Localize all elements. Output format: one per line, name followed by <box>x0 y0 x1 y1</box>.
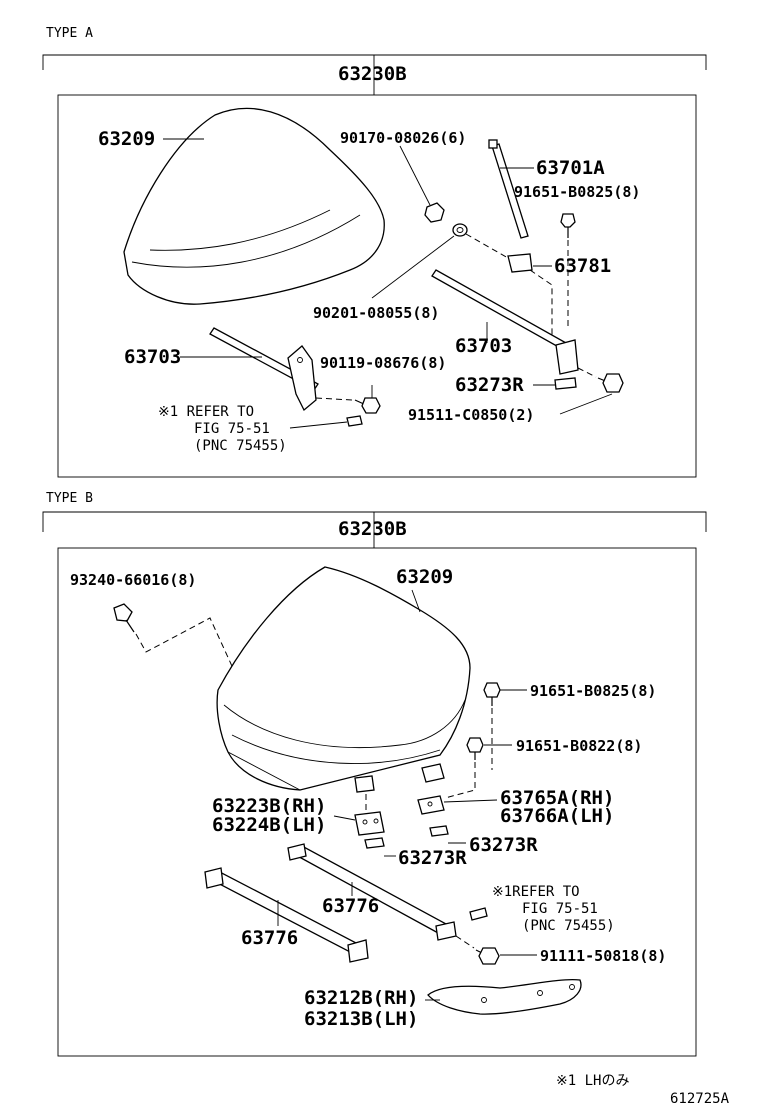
leader-nut-a <box>399 145 431 206</box>
type-a-frame <box>57 94 697 478</box>
label-refer1-a: ※1 REFER TO <box>158 404 254 420</box>
frame-63776-center <box>287 843 457 941</box>
label-cover-b: 63209 <box>396 566 453 588</box>
label-bolt-top-a: 91651-B0825(8) <box>514 183 640 201</box>
label-plate2-b: 63273R <box>469 834 538 856</box>
label-bracket-lh-b: 63224B(LH) <box>212 814 326 836</box>
type-b-frame <box>57 547 697 1057</box>
label-refer2-a: FIG 75-51 <box>194 421 270 437</box>
label-bolt3-b: 91111-50818(8) <box>540 947 666 965</box>
bolt-left-a <box>354 397 381 414</box>
bolt-top-a <box>560 213 576 238</box>
leader-bracket-b <box>333 815 356 821</box>
screw-b <box>113 603 135 633</box>
leader-refer-a <box>289 421 348 429</box>
bracket-63781 <box>507 253 533 273</box>
dash-bolt3-b <box>455 935 475 949</box>
label-refer1-b: ※1REFER TO <box>492 884 580 900</box>
label-bolt2-b: 91651-B0822(8) <box>516 737 642 755</box>
plate-63212b <box>427 979 582 1015</box>
label-bracket-rh-b: 63223B(RH) <box>212 795 326 817</box>
dash-bolt-left <box>315 397 353 401</box>
label-plate-lh-b: 63213B(LH) <box>304 1008 418 1030</box>
dash-bracket-rail <box>529 269 553 340</box>
plate-refer-a <box>346 415 363 427</box>
bolt2-b <box>466 737 484 760</box>
nut-a <box>424 202 445 223</box>
type-b-title: TYPE B <box>46 491 93 506</box>
plate1-b <box>364 837 385 849</box>
label-refer3-b: (PNC 75455) <box>522 918 615 934</box>
plate-refer-b <box>469 907 488 921</box>
bolt3-b <box>475 947 500 965</box>
label-washer-a: 90201-08055(8) <box>313 304 439 322</box>
leader-bolt-right <box>559 393 613 415</box>
label-refer2-b: FIG 75-51 <box>522 901 598 917</box>
stay-63701a <box>488 139 529 239</box>
bolt1-b <box>483 682 501 706</box>
bracket-63223b <box>354 811 385 836</box>
label-bracket2-rh-b: 63765A(RH) <box>500 787 614 809</box>
label-bolt-left: 90119-08676(8) <box>320 354 446 372</box>
leader-cover-b <box>411 589 421 613</box>
label-bracket2-lh-b: 63766A(LH) <box>500 805 614 827</box>
type-a-title: TYPE A <box>46 26 93 41</box>
label-plate-rh-b: 63212B(RH) <box>304 987 418 1009</box>
label-refer3-a: (PNC 75455) <box>194 438 287 454</box>
label-screw-b: 93240-66016(8) <box>70 571 196 589</box>
label-bracket: 63781 <box>554 255 611 277</box>
seat-cover-a <box>123 107 385 305</box>
rail-right-a <box>431 269 579 375</box>
tab-under-seat-1 <box>421 763 445 783</box>
washer-a <box>452 223 468 237</box>
bracket-63765a <box>417 795 445 815</box>
label-bolt-right: 91511-C0850(2) <box>408 406 534 424</box>
label-stay: 63701A <box>536 157 605 179</box>
tab-under-seat-2 <box>354 775 375 793</box>
label-nut-a: 90170-08026(6) <box>340 129 466 147</box>
dash-washer-bracket <box>465 233 516 263</box>
label-frame1-b: 63776 <box>322 895 379 917</box>
label-rail-right: 63703 <box>455 335 512 357</box>
dash-bolt-right <box>577 367 597 378</box>
figure-code: 612725A <box>670 1091 730 1107</box>
type-a-bracket <box>42 54 707 70</box>
seat-cover-b <box>216 566 471 791</box>
label-frame2-b: 63776 <box>241 927 298 949</box>
label-bolt1-b: 91651-B0825(8) <box>530 682 656 700</box>
dash-bolt2-b <box>444 762 476 799</box>
frame-63776-left <box>204 867 369 963</box>
rail-left-a <box>209 327 319 412</box>
type-b-assembly-number: 63230B <box>338 518 407 540</box>
type-a-assembly-number: 63230B <box>338 63 407 85</box>
leader-bracket2-b <box>443 799 498 803</box>
plate2-b <box>429 825 449 837</box>
type-b-section: TYPE B 63230B 93240-66016(8) 63209 91651… <box>42 491 707 1057</box>
label-rail-left: 63703 <box>124 346 181 368</box>
leader-washer-a <box>371 235 455 299</box>
type-a-section: TYPE A 63230B 63209 90170-08026(6) 90201… <box>42 26 707 478</box>
bolt-right-a <box>597 373 624 393</box>
label-plate1-b: 63273R <box>398 847 467 869</box>
plate-63273r-a <box>554 377 577 390</box>
footer-note: ※1 LHのみ <box>556 1073 629 1089</box>
label-cover-a: 63209 <box>98 128 155 150</box>
label-plate-a: 63273R <box>455 374 524 396</box>
type-b-bracket <box>42 511 707 532</box>
